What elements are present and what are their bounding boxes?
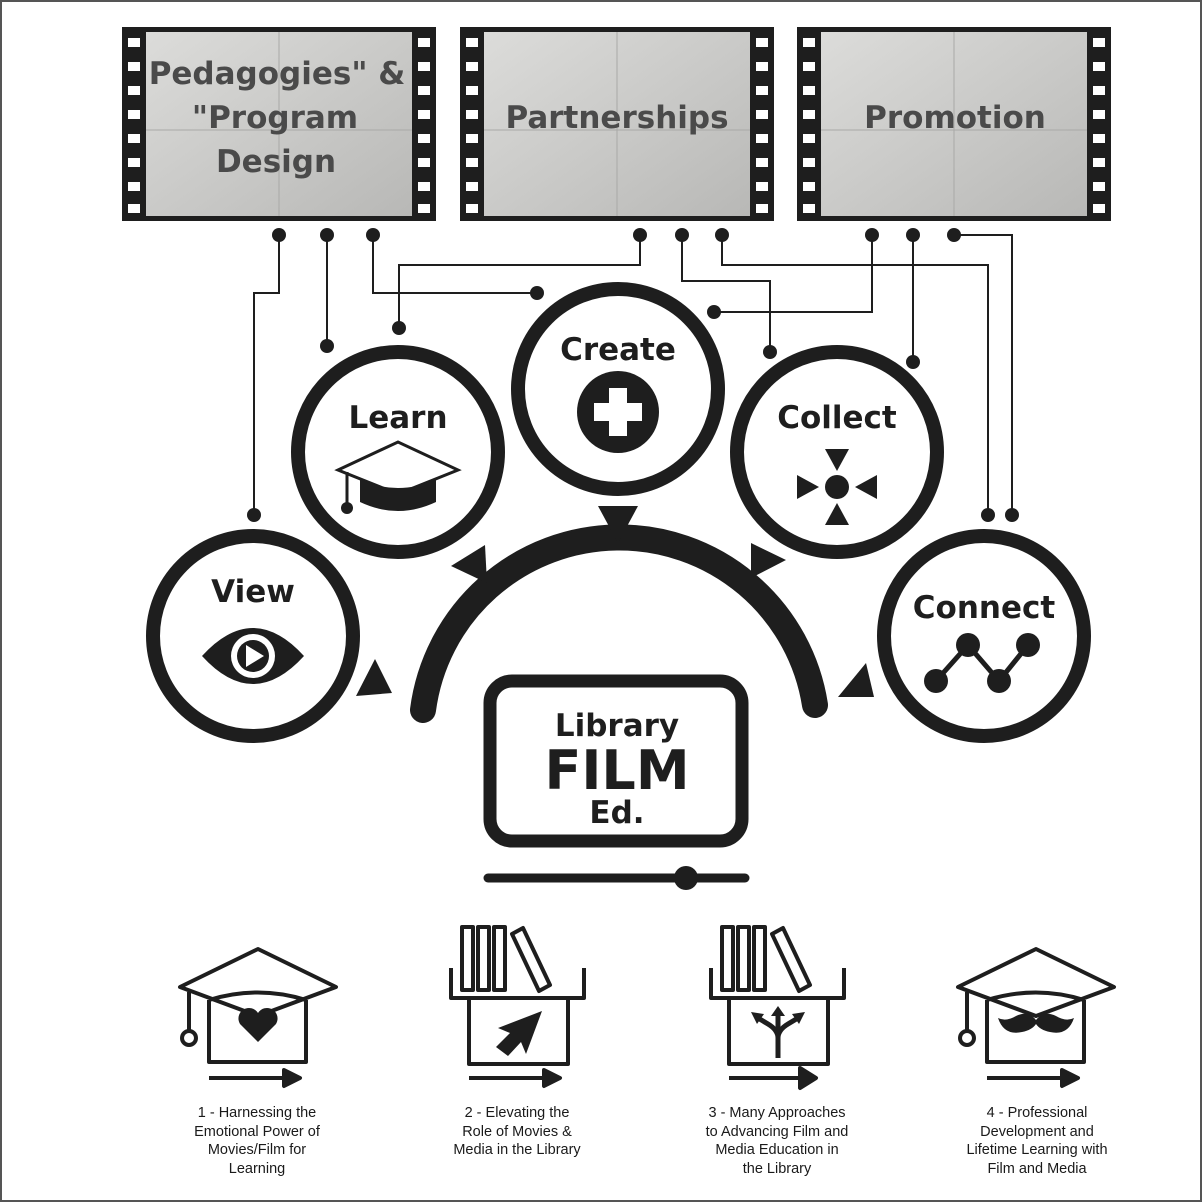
triangle-collect bbox=[751, 543, 786, 578]
caption-line: Media in the Library bbox=[453, 1142, 581, 1158]
circle-label: Collect bbox=[777, 400, 897, 436]
caption-line: 4 - Professional bbox=[986, 1105, 1088, 1121]
graduation-cap-icon bbox=[334, 440, 462, 514]
library-film-ed-monitor: Library FILM Ed. bbox=[483, 674, 750, 890]
collect-arrows-icon bbox=[797, 449, 877, 525]
caption-line: Learning bbox=[228, 1160, 286, 1177]
frame-label-line: Design bbox=[216, 144, 336, 180]
frame-label-line: Partnerships bbox=[505, 100, 728, 136]
circle-label: Connect bbox=[913, 590, 1056, 626]
circle-label: Create bbox=[560, 332, 676, 368]
circle-label: View bbox=[211, 574, 295, 610]
caption-3: 3 - Many Approaches to Advancing Film an… bbox=[682, 1104, 872, 1178]
books-cursor-icon bbox=[449, 925, 586, 1088]
books-branching-arrows-icon bbox=[709, 925, 846, 1090]
connector-lines bbox=[253, 234, 1013, 515]
circle-view: View bbox=[146, 529, 360, 743]
graduation-cap-mustache-icon bbox=[956, 947, 1116, 1088]
film-frame-pedagogies: Pedagogies" & "Program Design bbox=[122, 27, 436, 221]
caption-line: Lifetime Learning with bbox=[966, 1142, 1108, 1158]
circle-connect: Connect bbox=[877, 529, 1091, 743]
triangle-learn bbox=[451, 545, 487, 583]
caption-line: Film and Media bbox=[987, 1160, 1087, 1177]
triangle-connect bbox=[838, 663, 874, 697]
sprocket-holes bbox=[466, 38, 768, 213]
caption-line: 3 - Many Approaches bbox=[708, 1105, 846, 1121]
film-frame-promotion: Promotion bbox=[797, 27, 1111, 221]
caption-line: Role of Movies & bbox=[462, 1123, 572, 1140]
circle-label: Learn bbox=[348, 400, 447, 436]
circle-create: Create bbox=[511, 282, 725, 496]
caption-line: to Advancing Film and bbox=[705, 1123, 849, 1140]
progress-knob bbox=[674, 866, 698, 890]
caption-1: 1 - Harnessing the Emotional Power of Mo… bbox=[162, 1104, 352, 1178]
caption-line: the Library bbox=[742, 1160, 812, 1177]
sprocket-holes bbox=[128, 38, 430, 213]
eye-play-icon bbox=[202, 628, 304, 684]
center-ed-text: Ed. bbox=[589, 795, 644, 831]
center-library-text: Library bbox=[555, 708, 679, 744]
pointer-triangles bbox=[356, 506, 874, 697]
frame-label-line: Pedagogies" & bbox=[149, 56, 406, 92]
connect-graph-icon bbox=[924, 633, 1040, 693]
caption-line: 2 - Elevating the bbox=[464, 1105, 570, 1121]
plus-circle-icon bbox=[577, 371, 659, 453]
caption-line: Development and bbox=[980, 1123, 1094, 1140]
caption-2: 2 - Elevating the Role of Movies & Media… bbox=[422, 1104, 612, 1160]
caption-line: Movies/Film for bbox=[207, 1142, 307, 1158]
sprocket-holes bbox=[803, 38, 1105, 213]
circle-learn: Learn bbox=[291, 345, 505, 559]
connector-dots bbox=[247, 228, 1019, 522]
frame-label-line: Promotion bbox=[864, 100, 1046, 136]
caption-line: 1 - Harnessing the bbox=[197, 1105, 317, 1121]
caption-line: Emotional Power of bbox=[194, 1123, 320, 1140]
film-frame-partnerships: Partnerships bbox=[460, 27, 774, 221]
triangle-view bbox=[356, 659, 392, 696]
circle-collect: Collect bbox=[730, 345, 944, 559]
caption-line: Media Education in bbox=[715, 1142, 839, 1158]
triangle-create bbox=[598, 506, 638, 543]
center-film-text: FILM bbox=[544, 739, 689, 802]
frame-label-line: "Program bbox=[192, 100, 358, 136]
caption-4: 4 - Professional Development and Lifetim… bbox=[942, 1104, 1132, 1178]
graduation-cap-heart-icon bbox=[178, 947, 338, 1088]
